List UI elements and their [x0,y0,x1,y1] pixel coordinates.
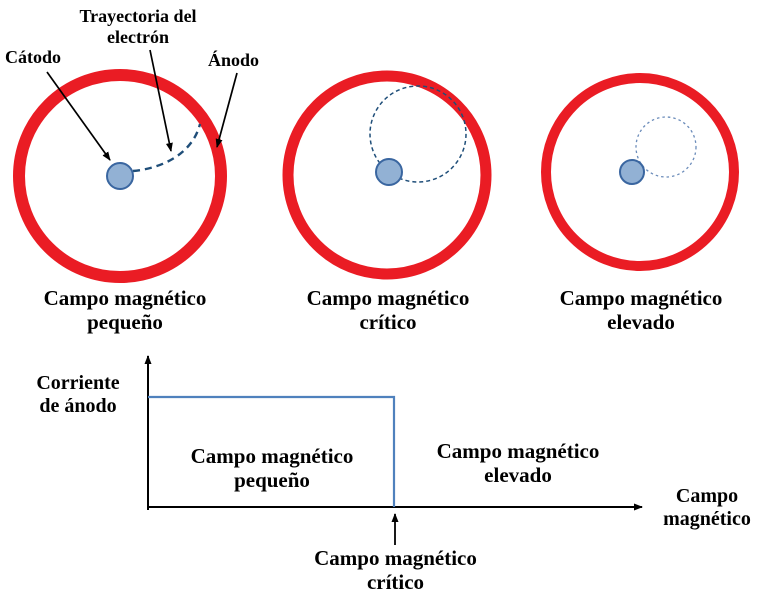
graph-region-high-label: Campo magnético elevado [436,439,600,487]
caption-small-field: Campo magnético pequeño [43,286,207,334]
trajectory-label: Trayectoria del electrón [79,6,197,47]
anode-ring-small-field [13,69,227,283]
cathode-critical-field [375,158,403,186]
cathode-label: Cátodo [5,47,62,67]
graph-region-small-label: Campo magnético pequeño [190,444,354,492]
electron-trajectory-small-field [132,123,202,173]
trajectory-pointer-arrow [149,49,173,152]
caption-critical-field: Campo magnético crítico [306,286,470,334]
electron-trajectory-critical-field [369,85,467,183]
anode-ring-critical-field [282,70,492,280]
caption-high-field: Campo magnético elevado [559,286,723,334]
anode-label: Ánodo [208,50,260,70]
cathode-small-field [106,162,134,190]
critical-field-label: Campo magnético crítico [314,546,477,594]
x-axis-label: Campo magnético [663,485,751,530]
cathode-pointer-arrow [46,71,111,161]
anode-current-step-line [148,395,396,507]
anode-pointer-arrow [215,72,238,148]
y-axis-label: Corriente de ánodo [36,372,120,417]
electron-trajectory-high-field [635,116,697,178]
cathode-high-field [619,159,645,185]
anode-ring-high-field [541,73,739,271]
